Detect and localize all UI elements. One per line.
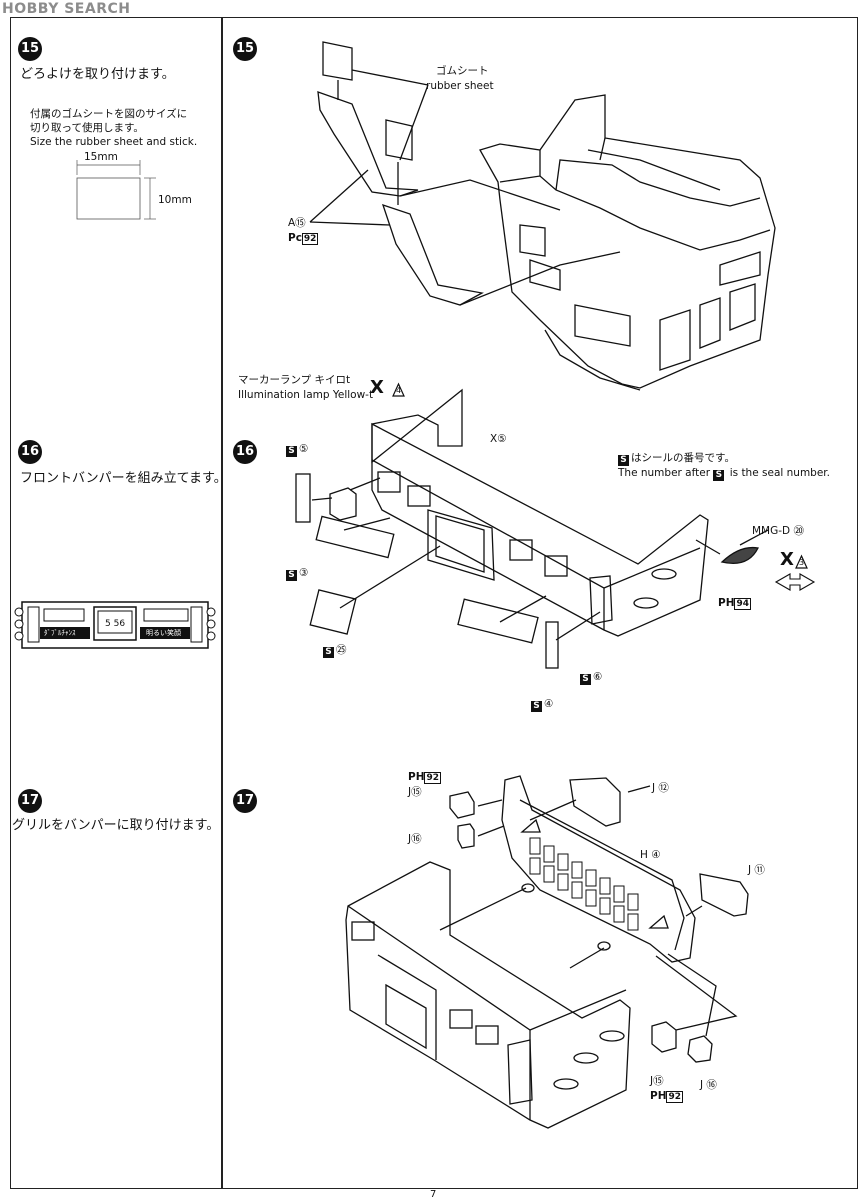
bumper-text-center: 5 56: [105, 619, 126, 629]
pc-number: 92: [301, 233, 319, 245]
ph-number: 92: [666, 1091, 684, 1103]
part-j12: J ⑫: [652, 782, 669, 794]
ph-number: 94: [734, 598, 752, 610]
step-15-note-jp-1: 付属のゴムシートを図のサイズに: [30, 108, 188, 120]
part-j15-top: J⑮: [408, 786, 422, 798]
part-x5: X⑤: [490, 433, 507, 445]
step-15-badge-left: 15: [18, 37, 42, 61]
seal-3-num: ③: [299, 567, 309, 579]
mmg-triangle-num: 3: [799, 558, 805, 567]
seal-s-icon: S: [580, 674, 591, 685]
ph-label: PH: [718, 597, 735, 609]
seal-note-jp-text: はシールの番号です。: [631, 452, 735, 464]
seal-s-icon: S: [618, 455, 629, 466]
seal-note-en-post: is the seal number.: [729, 467, 830, 479]
part-j15-bottom: J⑮: [650, 1075, 664, 1087]
marker-lamp-jp: マーカーランプ キイロt: [238, 374, 351, 386]
seal-5-num: ⑤: [299, 443, 309, 455]
ph-number: 92: [424, 772, 442, 784]
ph-label: PH: [650, 1090, 667, 1102]
seal-6-num: ⑥: [593, 671, 603, 683]
marker-lamp-en: Illumination lamp Yellow-t: [238, 389, 374, 401]
step-17-instruction: グリルをバンパーに取り付けます。: [12, 818, 220, 833]
seal-s-icon: S: [323, 647, 334, 658]
ph-label: PH: [408, 771, 425, 783]
step-15-badge-right: 15: [233, 37, 257, 61]
rubber-sheet-jp: ゴムシート: [436, 65, 489, 77]
seal-s-icon: S: [531, 701, 542, 712]
step-17-badge-left: 17: [18, 789, 42, 813]
step-15-note-jp-2: 切り取って使用します。: [30, 122, 144, 134]
seal-note-en: The number after S is the seal number.: [618, 466, 830, 481]
marker-triangle-num: 4: [396, 386, 402, 395]
seal-note-en-pre: The number after: [618, 467, 711, 479]
bumper-text-right: 明るい笑顔: [146, 629, 181, 637]
page-frame: [10, 17, 858, 1189]
step-15-instruction: どろよけを取り付けます。: [20, 67, 175, 82]
step-16-instruction: フロントバンパーを組み立てます。: [20, 471, 227, 486]
dimension-width: 15mm: [84, 151, 118, 163]
part-j16-top: J⑯: [408, 833, 422, 845]
part-j11: J ⑪: [748, 864, 765, 876]
seal-25-num: ㉕: [336, 644, 347, 656]
step-17-badge-right: 17: [233, 789, 257, 813]
dimension-height: 10mm: [158, 194, 192, 206]
step-16-badge-right: 16: [233, 440, 257, 464]
part-a15: A⑮: [288, 217, 306, 229]
seal-s-icon: S: [286, 570, 297, 581]
bumper-text-left: ﾀﾞﾌﾞﾙﾁｬﾝｽ: [44, 629, 76, 637]
seal-s-icon: S: [713, 470, 725, 481]
seal-s-icon: S: [286, 446, 297, 457]
part-j16-bottom: J ⑯: [700, 1079, 717, 1091]
part-h4: H ④: [640, 849, 661, 861]
column-divider: [221, 17, 223, 1189]
marker-code: X: [370, 377, 384, 398]
page-number: 7: [430, 1189, 437, 1200]
watermark: HOBBY SEARCH: [2, 1, 131, 17]
step-15-note-en: Size the rubber sheet and stick.: [30, 136, 198, 148]
pc-label: Pc: [288, 232, 302, 244]
rubber-sheet-en: rubber sheet: [426, 80, 494, 92]
mmg-code: X: [780, 549, 794, 570]
seal-4-num: ④: [544, 698, 554, 710]
mmg-part: MMG-D ⑳: [752, 525, 804, 537]
step-16-badge-left: 16: [18, 440, 42, 464]
